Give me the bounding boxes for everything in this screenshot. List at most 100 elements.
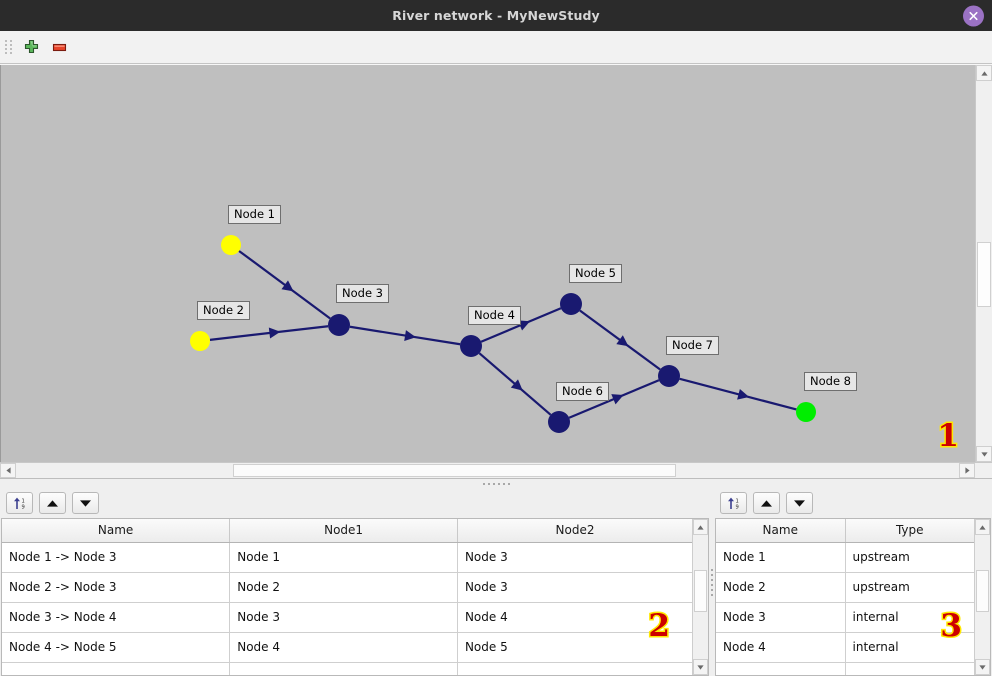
- graph-node[interactable]: [221, 235, 241, 255]
- table-cell[interactable]: [229, 662, 458, 675]
- graph-node-label[interactable]: Node 1: [228, 205, 281, 224]
- graph-hscroll-track[interactable]: [16, 463, 959, 478]
- graph-node[interactable]: [328, 314, 350, 336]
- vertical-splitter[interactable]: [710, 488, 714, 676]
- table-cell[interactable]: internal: [845, 632, 974, 663]
- add-plus-icon[interactable]: [17, 34, 45, 60]
- toolbar-drag-handle[interactable]: [4, 37, 13, 57]
- scroll-left-arrow-icon[interactable]: [0, 463, 16, 478]
- graph-node[interactable]: [548, 411, 570, 433]
- nodes-table-vertical-scrollbar[interactable]: [974, 519, 990, 675]
- close-icon[interactable]: [963, 5, 984, 26]
- table-cell[interactable]: Node 3: [716, 602, 846, 633]
- graph-node-label[interactable]: Node 5: [569, 264, 622, 283]
- scroll-up-arrow-icon[interactable]: [975, 519, 990, 535]
- graph-horizontal-scrollbar[interactable]: [0, 462, 992, 478]
- delete-minus-icon[interactable]: [45, 34, 73, 60]
- table-cell[interactable]: Node 1 -> Node 3: [2, 542, 231, 573]
- table-cell[interactable]: Node 3: [457, 542, 693, 573]
- scroll-right-arrow-icon[interactable]: [959, 463, 975, 478]
- graph-edge[interactable]: [679, 377, 797, 411]
- graph-node[interactable]: [796, 402, 816, 422]
- graph-node-label[interactable]: Node 4: [468, 306, 521, 325]
- graph-node-label[interactable]: Node 2: [197, 301, 250, 320]
- table-cell[interactable]: Node 3: [457, 572, 693, 603]
- table-row-empty[interactable]: [716, 662, 974, 675]
- table-cell[interactable]: Node 1: [229, 542, 458, 573]
- graph-node[interactable]: [190, 331, 210, 351]
- nodes-table-vscroll-track[interactable]: [975, 535, 990, 659]
- links-table-column-header[interactable]: Name: [2, 519, 231, 543]
- nodes-table-column-header[interactable]: Name: [716, 519, 846, 543]
- move-down-arrow-icon[interactable]: [72, 492, 99, 514]
- move-up-arrow-icon[interactable]: [753, 492, 780, 514]
- table-cell[interactable]: Node 4: [457, 602, 693, 633]
- sort-ascending-icon[interactable]: 1 9: [6, 492, 33, 514]
- table-cell[interactable]: [716, 662, 846, 675]
- graph-node[interactable]: [460, 335, 482, 357]
- scroll-down-arrow-icon[interactable]: [976, 446, 992, 462]
- graph-node-label[interactable]: Node 7: [666, 336, 719, 355]
- table-cell[interactable]: upstream: [845, 572, 974, 603]
- table-cell[interactable]: [2, 662, 231, 675]
- graph-node[interactable]: [658, 365, 680, 387]
- table-cell[interactable]: [457, 662, 693, 675]
- graph-node-label[interactable]: Node 8: [804, 372, 857, 391]
- table-cell[interactable]: Node 4: [229, 632, 458, 663]
- graph-vscroll-track[interactable]: [976, 81, 992, 446]
- scroll-down-arrow-icon[interactable]: [975, 659, 990, 675]
- table-cell[interactable]: Node 4: [716, 632, 846, 663]
- table-cell[interactable]: [845, 662, 974, 675]
- table-row-empty[interactable]: [2, 662, 693, 675]
- sort-ascending-icon[interactable]: 1 9: [720, 492, 747, 514]
- nodes-table-vscroll-thumb[interactable]: [976, 569, 989, 612]
- scroll-down-arrow-icon[interactable]: [693, 659, 709, 675]
- links-table-column-header[interactable]: Node1: [229, 519, 458, 543]
- links-table-vertical-scrollbar[interactable]: [692, 519, 709, 675]
- table-cell[interactable]: Node 2: [716, 572, 846, 603]
- table-cell[interactable]: Node 5: [457, 632, 693, 663]
- table-cell[interactable]: Node 2 -> Node 3: [2, 572, 231, 603]
- table-cell[interactable]: Node 3: [229, 602, 458, 633]
- graph-edge[interactable]: [238, 250, 331, 320]
- move-down-arrow-icon[interactable]: [786, 492, 813, 514]
- horizontal-splitter[interactable]: [0, 478, 992, 488]
- scroll-up-arrow-icon[interactable]: [693, 519, 709, 535]
- graph-node-label[interactable]: Node 6: [556, 382, 609, 401]
- graph-vertical-scrollbar[interactable]: [975, 65, 992, 462]
- table-cell[interactable]: upstream: [845, 542, 974, 573]
- links-table-vscroll-track[interactable]: [693, 535, 709, 659]
- move-up-arrow-icon[interactable]: [39, 492, 66, 514]
- table-cell[interactable]: Node 2: [229, 572, 458, 603]
- graph-edge[interactable]: [349, 325, 461, 346]
- table-cell[interactable]: internal: [845, 602, 974, 633]
- graph-edge[interactable]: [209, 325, 329, 341]
- table-cell[interactable]: Node 4 -> Node 5: [2, 632, 231, 663]
- links-table-vscroll-thumb[interactable]: [694, 569, 708, 612]
- table-cell[interactable]: Node 3 -> Node 4: [2, 602, 231, 633]
- graph-vscroll-thumb[interactable]: [977, 241, 991, 308]
- graph-node[interactable]: [560, 293, 582, 315]
- table-cell[interactable]: Node 1: [716, 542, 846, 573]
- scroll-up-arrow-icon[interactable]: [976, 65, 992, 81]
- graph-node-label[interactable]: Node 3: [336, 284, 389, 303]
- nodes-table-column-header[interactable]: Type: [845, 519, 974, 543]
- links-table-column-header[interactable]: Node2: [457, 519, 693, 543]
